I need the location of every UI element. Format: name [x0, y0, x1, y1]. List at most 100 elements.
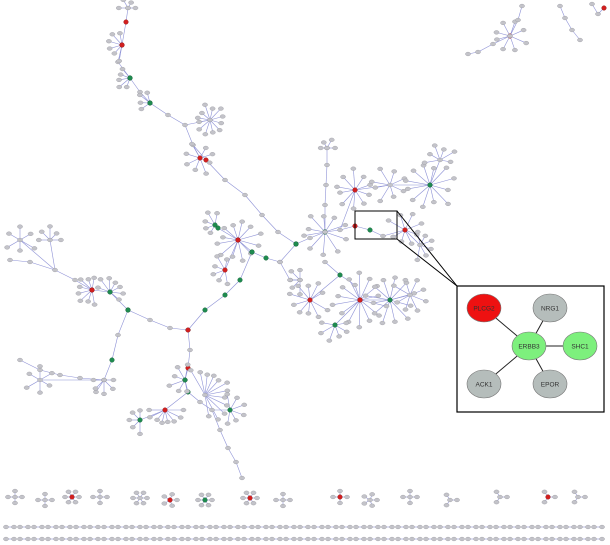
- network-edge: [19, 359, 41, 371]
- network-node-grey: [407, 303, 414, 308]
- network-node-grey: [184, 162, 190, 167]
- network-node-grey: [557, 3, 563, 9]
- network-node-grey: [207, 117, 213, 123]
- network-node-grey: [224, 388, 231, 393]
- network-node-grey: [383, 304, 390, 309]
- network-node-grey: [31, 246, 38, 251]
- network-edge: [204, 394, 219, 420]
- network-node-grey: [147, 317, 153, 323]
- network-node-grey: [221, 411, 228, 416]
- network-node-grey: [215, 378, 222, 383]
- network-node-grey: [287, 497, 293, 503]
- network-node-grey: [441, 147, 447, 152]
- network-node-grey: [97, 494, 103, 500]
- network-edge: [429, 184, 435, 203]
- network-node-grey: [233, 418, 239, 423]
- network-edge: [423, 165, 431, 186]
- network-node-grey: [23, 385, 30, 390]
- network-node-green: [215, 225, 221, 231]
- network-edge: [434, 145, 441, 161]
- network-node-grey: [273, 497, 279, 503]
- network-node-grey: [42, 491, 48, 497]
- network-node-grey: [360, 174, 367, 179]
- network-edge: [309, 299, 319, 318]
- network-edge: [187, 391, 201, 403]
- network-node-grey: [347, 524, 353, 530]
- network-edge: [235, 461, 243, 479]
- network-node-grey: [196, 127, 202, 132]
- network-edge: [204, 104, 211, 121]
- network-node-grey: [380, 233, 386, 239]
- network-node-grey: [361, 536, 367, 542]
- network-node-grey: [408, 241, 415, 246]
- network-edge: [74, 279, 93, 291]
- network-edge: [190, 370, 206, 396]
- network-node-grey: [5, 494, 11, 500]
- network-node-grey: [552, 494, 558, 500]
- network-node-green: [212, 222, 218, 228]
- inset-node-shc1-label: SHC1: [571, 343, 589, 350]
- network-edge: [374, 299, 391, 314]
- network-edge: [354, 225, 371, 231]
- network-node-grey: [81, 536, 87, 542]
- network-node-grey: [101, 391, 107, 397]
- network-edge: [19, 239, 56, 271]
- network-node-grey: [123, 536, 129, 542]
- network-node-grey: [184, 389, 190, 394]
- network-node-grey: [126, 417, 133, 423]
- network-node-grey: [47, 237, 53, 243]
- network-node-grey: [199, 524, 205, 530]
- network-node-grey: [423, 253, 429, 258]
- network-node-grey: [336, 334, 342, 339]
- network-edge: [100, 279, 111, 293]
- network-node-grey: [571, 524, 577, 530]
- network-node-grey: [490, 41, 496, 47]
- network-node-grey: [342, 222, 349, 228]
- network-node-grey: [263, 536, 269, 542]
- network-node-grey: [377, 166, 383, 171]
- network-edge: [341, 189, 356, 205]
- network-edges: [6, 0, 605, 540]
- network-edge: [54, 269, 76, 281]
- network-node-grey: [174, 497, 180, 503]
- callout-line-bottom: [396, 238, 458, 287]
- network-node-grey: [414, 229, 421, 235]
- network-node-grey: [95, 285, 101, 290]
- network-node-grey: [394, 300, 400, 305]
- network-node-grey: [370, 300, 377, 306]
- network-node-grey: [224, 403, 230, 408]
- network-node-grey: [109, 32, 116, 37]
- network-edge: [324, 184, 327, 206]
- network-node-grey: [324, 308, 331, 313]
- network-node-grey: [182, 122, 188, 128]
- network-node-grey: [277, 536, 283, 542]
- network-edge: [199, 157, 207, 174]
- network-node-grey: [421, 160, 428, 165]
- network-node-grey: [214, 211, 220, 216]
- network-node-grey: [250, 501, 257, 506]
- network-edge: [80, 279, 93, 291]
- network-node-grey: [212, 264, 218, 269]
- network-edge: [365, 295, 391, 301]
- network-edge: [409, 294, 426, 302]
- network-node-grey: [216, 128, 223, 133]
- network-node-grey: [280, 503, 286, 509]
- network-node-grey: [111, 51, 118, 56]
- network-node-green: [147, 100, 153, 106]
- network-edge: [169, 327, 189, 331]
- network-node-green: [249, 249, 255, 255]
- network-node-grey: [431, 536, 437, 542]
- network-node-grey: [110, 377, 117, 383]
- network-node-grey: [286, 291, 293, 297]
- network-node-grey: [221, 536, 227, 542]
- network-edge: [509, 35, 527, 44]
- network-node-grey: [328, 137, 335, 142]
- network-node-red: [601, 5, 607, 11]
- network-edge: [127, 309, 151, 321]
- network-edge: [379, 168, 391, 186]
- network-node-grey: [137, 495, 143, 501]
- network-node-grey: [395, 536, 401, 542]
- network-node-grey: [347, 536, 353, 542]
- network-node-grey: [215, 417, 221, 422]
- network-edge: [389, 277, 396, 301]
